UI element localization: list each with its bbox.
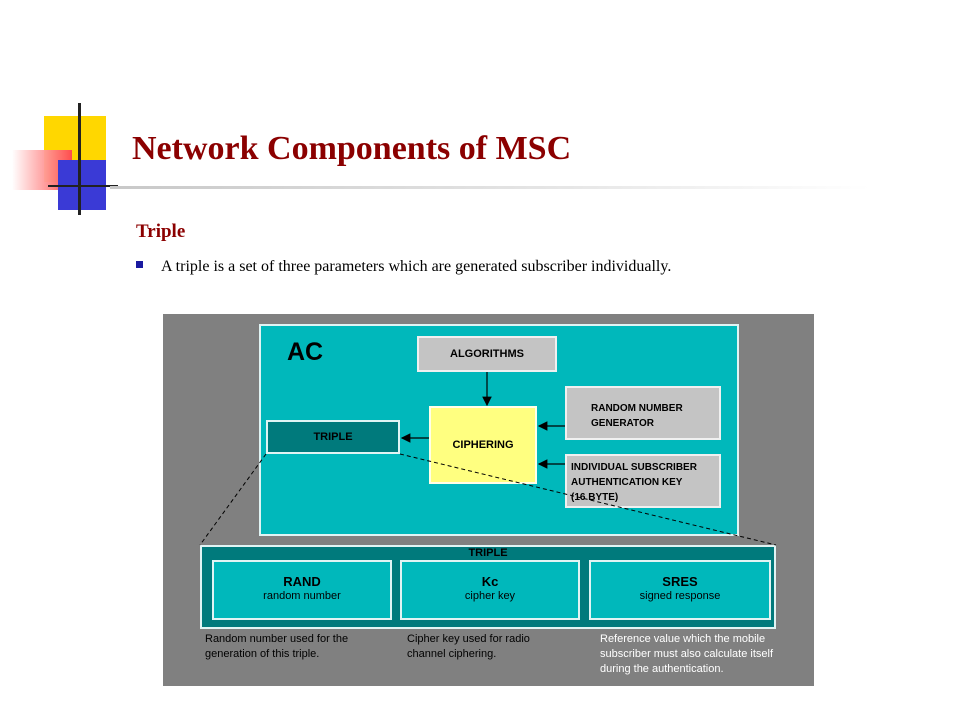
triple-box: TRIPLE: [266, 420, 400, 454]
algorithms-box: ALGORITHMS: [417, 336, 557, 372]
logo-vertical-line: [78, 103, 81, 215]
zoom-line-left: [199, 453, 267, 546]
subscriber-key-box: INDIVIDUAL SUBSCRIBER AUTHENTICATION KEY…: [565, 454, 721, 508]
triple-diagram: AC ALGORITHMS RANDOM NUMBER GENERATOR IN…: [163, 314, 814, 686]
subscriber-key-line2: AUTHENTICATION KEY: [571, 477, 683, 488]
subscriber-key-line1: INDIVIDUAL SUBSCRIBER: [571, 462, 697, 473]
ac-label: AC: [287, 338, 324, 366]
rand-name: RAND: [283, 574, 321, 589]
sres-note: Reference value which the mobile subscri…: [600, 632, 810, 677]
sres-name: SRES: [662, 574, 698, 589]
kc-desc: cipher key: [464, 590, 516, 602]
kc-name: Kc: [481, 574, 499, 589]
bullet-text: A triple is a set of three parameters wh…: [161, 258, 672, 275]
kc-cell: Kc cipher key: [400, 560, 580, 620]
rand-note: Random number used for the generation of…: [205, 632, 385, 662]
title-divider: [110, 186, 870, 189]
sres-note-line3: during the authentication.: [600, 663, 724, 675]
kc-note-line2: channel ciphering.: [407, 648, 497, 660]
sres-cell: SRES signed response: [589, 560, 771, 620]
random-gen-line1: RANDOM NUMBER: [591, 403, 683, 414]
slide-title: Network Components of MSC: [132, 130, 572, 167]
sres-note-line1: Reference value which the mobile: [600, 633, 766, 645]
sres-note-line2: subscriber must also calculate itself: [600, 648, 774, 660]
connector-lines: [199, 372, 777, 546]
random-gen-line2: GENERATOR: [591, 418, 654, 429]
kc-note: Cipher key used for radio channel cipher…: [407, 632, 577, 662]
ciphering-box: CIPHERING: [429, 406, 537, 484]
logo-horizontal-line: [48, 185, 118, 187]
subscriber-key-line3: (16 BYTE): [571, 492, 619, 503]
rand-note-line1: Random number used for the: [205, 633, 349, 645]
rand-cell: RAND random number: [212, 560, 392, 620]
kc-note-line1: Cipher key used for radio: [407, 633, 530, 645]
zoom-line-right: [399, 453, 777, 546]
triple-detail-header: TRIPLE: [468, 547, 508, 559]
subheading: Triple: [136, 221, 186, 242]
bullet-square-icon: [136, 261, 143, 268]
bullet-item: A triple is a set of three parameters wh…: [136, 258, 671, 276]
sres-desc: signed response: [639, 590, 721, 602]
rand-note-line2: generation of this triple.: [205, 648, 320, 660]
random-number-generator-box: RANDOM NUMBER GENERATOR: [565, 386, 721, 440]
rand-desc: random number: [263, 590, 341, 602]
